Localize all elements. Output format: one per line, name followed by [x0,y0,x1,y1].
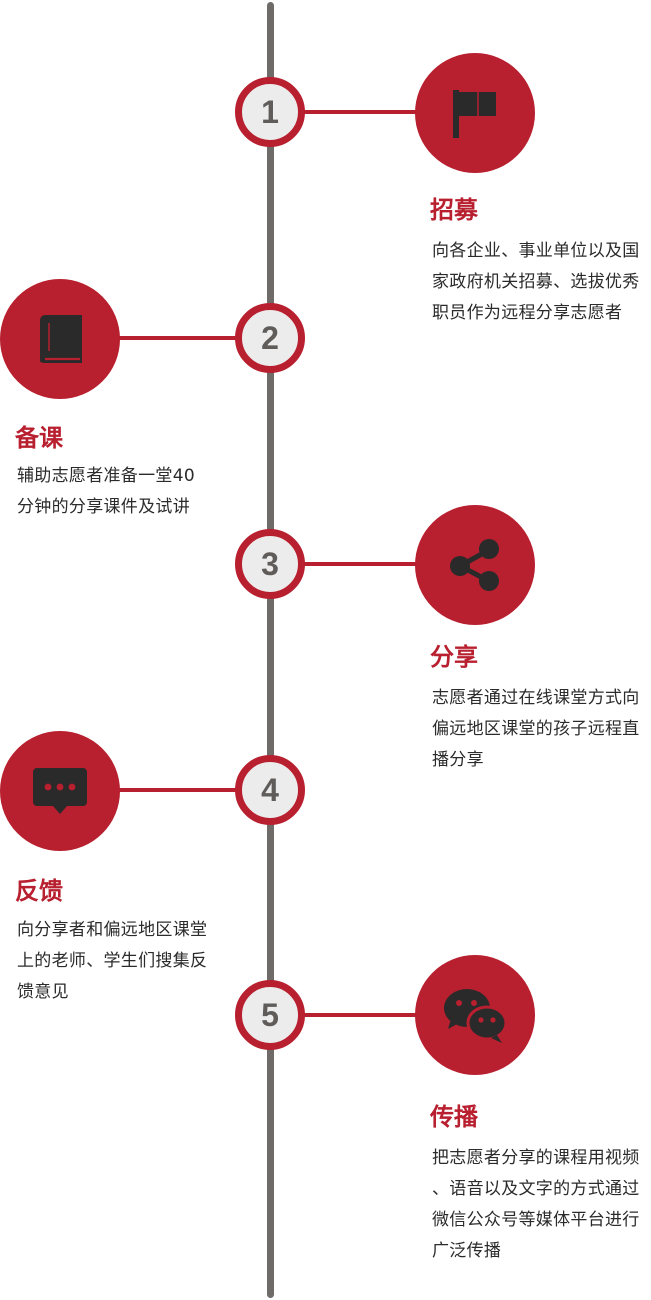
connector-line [115,788,243,792]
description-line: 辅助志愿者准备一堂40 [17,466,195,486]
step-badge-3 [415,505,535,625]
description-line: 家政府机关招募、选拔优秀 [432,272,640,292]
book-icon [40,315,82,363]
step-title-3: 分享 [430,643,478,671]
step-description-4: 向分享者和偏远地区课堂 上的老师、学生们搜集反 馈意见 [17,915,227,1008]
connector-line [300,562,420,566]
description-line: 向分享者和偏远地区课堂 [17,920,208,940]
description-line: 广泛传播 [432,1241,502,1261]
timeline-axis [267,2,274,1298]
description-line: 志愿者通过在线课堂方式向 [432,688,640,708]
step-description-1: 向各企业、事业单位以及国 家政府机关招募、选拔优秀 职员作为远程分享志愿者 [432,236,651,329]
connector-line [300,1013,420,1017]
step-badge-2 [0,279,120,399]
description-line: 向各企业、事业单位以及国 [432,241,640,261]
step-number-3: 3 [235,529,305,599]
step-title-5: 传播 [430,1103,478,1131]
description-line: 分钟的分享课件及试讲 [17,497,190,517]
step-description-2: 辅助志愿者准备一堂40 分钟的分享课件及试讲 [17,461,227,523]
step-number-1: 1 [235,77,305,147]
step-number-4: 4 [235,755,305,825]
step-badge-5 [415,955,535,1075]
description-line: 微信公众号等媒体平台进行 [432,1210,640,1230]
step-badge-4 [0,731,120,851]
step-number-2: 2 [235,303,305,373]
share-icon [450,539,499,591]
connector-line [300,110,420,114]
description-line: 播分享 [432,750,484,770]
step-number-5: 5 [235,980,305,1050]
description-line: 偏远地区课堂的孩子远程直 [432,719,640,739]
flag-icon [453,90,496,138]
description-line: 职员作为远程分享志愿者 [432,303,623,323]
description-line: 上的老师、学生们搜集反 [17,951,208,971]
chat-bubble-icon [33,768,87,814]
description-line: 把志愿者分享的课程用视频 [432,1148,640,1168]
wechat-icon [444,989,508,1043]
description-line: 、语音以及文字的方式通过 [432,1179,640,1199]
description-line: 馈意见 [17,982,69,1002]
step-description-5: 把志愿者分享的课程用视频 、语音以及文字的方式通过 微信公众号等媒体平台进行 广… [432,1143,651,1267]
step-description-3: 志愿者通过在线课堂方式向 偏远地区课堂的孩子远程直 播分享 [432,683,651,776]
step-title-1: 招募 [430,196,478,224]
step-title-4: 反馈 [15,877,63,905]
step-badge-1 [415,53,535,173]
connector-line [115,336,243,340]
step-title-2: 备课 [15,424,63,452]
